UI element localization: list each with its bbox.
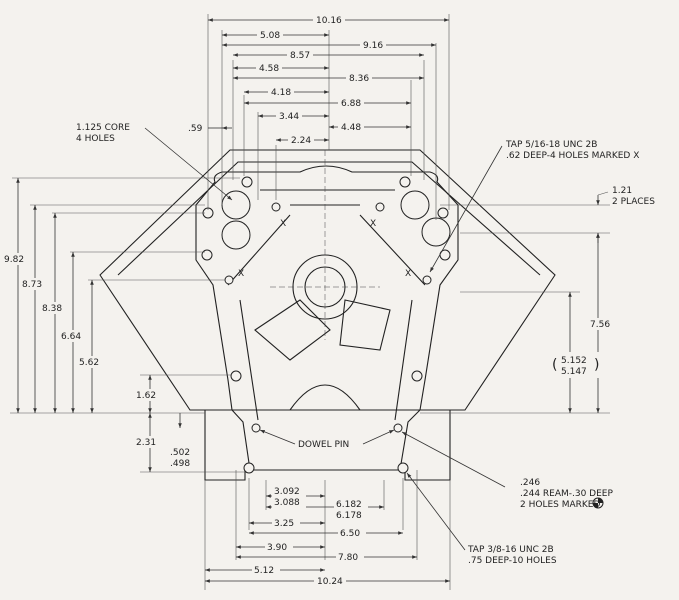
callout-tap-bottom: TAP 3/8-16 UNC 2B xyxy=(467,545,554,555)
dim-overall-width: 10.16 xyxy=(316,16,342,26)
bolt-hole xyxy=(411,370,423,382)
bottom-dimensions: 3.092 3.088 6.182 6.178 3.25 6.50 3.90 7… xyxy=(204,470,451,590)
dim-left: 8.73 xyxy=(22,280,42,290)
bolt-hole xyxy=(399,176,411,188)
dim-left: 9.82 xyxy=(4,255,24,265)
dim-left: 2.31 xyxy=(136,438,156,448)
x-mark: X xyxy=(370,219,376,229)
dim-bottom: 5.12 xyxy=(254,566,274,576)
tap-hole-x xyxy=(224,275,234,285)
callout-tap-top: TAP 5/16-18 UNC 2B xyxy=(505,140,597,150)
bolt-hole xyxy=(201,249,213,261)
dim-tolerance-upper: .502 xyxy=(170,448,190,458)
dim-bottom: 6.178 xyxy=(336,511,362,521)
tol-paren-open: ( xyxy=(552,357,557,373)
core-hole-left-lower xyxy=(221,220,251,250)
dowel-hole xyxy=(393,423,403,433)
bolt-hole xyxy=(230,370,242,382)
callout-ream-upper: .246 xyxy=(520,478,540,488)
dim-bottom-overall: 10.24 xyxy=(317,577,343,587)
tap-hole-x xyxy=(422,275,432,285)
dim-right-tol-upper: 5.152 xyxy=(561,356,587,366)
dim-tolerance-lower: .498 xyxy=(170,459,190,469)
dim-top: 5.08 xyxy=(260,31,280,41)
dim-right-label: 2 PLACES xyxy=(612,197,655,207)
dim-top: 8.36 xyxy=(349,74,369,84)
dim-top: 2.24 xyxy=(291,136,311,146)
tap-hole-x xyxy=(375,202,385,212)
dim-bottom: 3.092 xyxy=(274,487,300,497)
callout-ream-holes: 2 HOLES MARKED xyxy=(520,500,600,510)
block-outline xyxy=(99,149,556,481)
dim-top: 6.88 xyxy=(341,99,361,109)
dim-top: 4.58 xyxy=(259,64,279,74)
dim-top: 9.16 xyxy=(363,41,383,51)
holes xyxy=(201,176,451,474)
callout-core-offset: .59 xyxy=(188,124,203,134)
dim-bottom: 6.50 xyxy=(340,529,360,539)
callout-dowel-pin: DOWEL PIN xyxy=(298,440,349,450)
callouts: 1.125 CORE 4 HOLES .59 TAP 5/16-18 UNC 2… xyxy=(76,123,639,566)
dim-bottom: 3.90 xyxy=(267,543,287,553)
dim-bottom: 6.182 xyxy=(336,500,362,510)
dim-bottom: 3.25 xyxy=(274,519,294,529)
x-mark: X xyxy=(238,269,244,279)
callout-core: 1.125 CORE xyxy=(76,123,130,133)
x-mark: X xyxy=(405,269,411,279)
dim-right-value: 1.21 xyxy=(612,186,632,196)
tap-hole-x xyxy=(271,202,281,212)
hole-mark-symbol-icon xyxy=(592,497,604,509)
core-hole-right xyxy=(400,190,430,220)
dim-top: 4.18 xyxy=(271,88,291,98)
dim-left: 6.64 xyxy=(61,332,81,342)
callout-ream: .244 REAM-.30 DEEP xyxy=(520,489,613,499)
dim-bottom: 7.80 xyxy=(338,553,358,563)
dim-left: 5.62 xyxy=(79,358,99,368)
dim-top: 8.57 xyxy=(290,51,310,61)
dim-bottom: 3.088 xyxy=(274,498,300,508)
dowel-hole xyxy=(251,423,261,433)
dim-left: 8.38 xyxy=(42,304,62,314)
dim-right-height: 7.56 xyxy=(590,320,610,330)
dim-left: 1.62 xyxy=(136,391,156,401)
dim-top: 4.48 xyxy=(341,123,361,133)
callout-core-holes: 4 HOLES xyxy=(76,134,115,144)
bolt-hole xyxy=(241,176,253,188)
callout-tap-bottom-depth: .75 DEEP-10 HOLES xyxy=(468,556,557,566)
bolt-hole xyxy=(243,462,255,474)
core-hole-right-lower xyxy=(421,217,451,247)
dim-right-tol-lower: 5.147 xyxy=(561,367,587,377)
bolt-hole xyxy=(397,462,409,474)
left-dimensions: 9.82 8.73 8.38 6.64 5.62 1.62 2.31 .502 … xyxy=(2,177,245,473)
callout-tap-top-depth: .62 DEEP-4 HOLES MARKED X xyxy=(506,151,639,161)
x-mark: X xyxy=(280,219,286,229)
tol-paren-close: ) xyxy=(594,357,599,373)
top-dimensions: 10.16 5.08 9.16 8.57 4.58 8.36 4.18 6.88… xyxy=(207,13,450,220)
right-dimensions: 1.21 2 PLACES 7.56 ( 5.152 5.147 ) xyxy=(420,186,655,414)
dim-top: 3.44 xyxy=(279,112,299,122)
bolt-hole xyxy=(437,207,449,219)
